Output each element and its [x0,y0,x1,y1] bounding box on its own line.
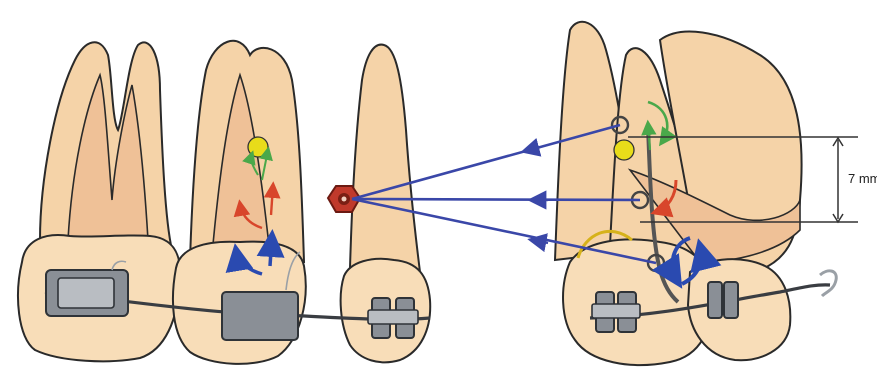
centre-of-resistance-right [614,140,634,160]
premolar-bracket [222,292,298,340]
blue-arrow-up [270,236,272,266]
molar-tube-slot [58,278,114,308]
measurement-label: 7 mm [848,171,877,186]
force-line-middle [352,199,640,200]
central-bracket [708,282,738,318]
